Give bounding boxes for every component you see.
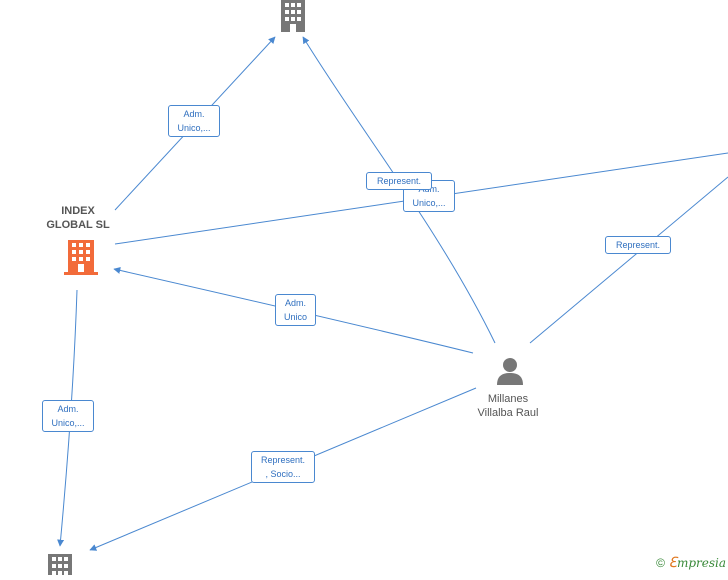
edge-label-line: Represent. <box>260 455 306 465</box>
edge-label-line: Adm. <box>183 109 205 119</box>
building-icon-bottom[interactable] <box>47 554 73 580</box>
edge-label-line: Represent. <box>615 240 661 250</box>
edge-label-line: , Socio... <box>265 469 301 479</box>
edge-label-line: Unico,... <box>412 198 446 208</box>
building-icon-index-global[interactable] <box>64 240 98 280</box>
edge-label-adm-unico-top[interactable]: Adm. Unico,... <box>168 105 220 137</box>
empresia-logo-text: mpresia <box>676 556 726 570</box>
edge-label-line: Adm. <box>57 404 79 414</box>
company-name-line1: INDEX <box>61 205 95 217</box>
building-icon-top[interactable] <box>279 0 307 37</box>
person-icon[interactable] <box>496 357 524 390</box>
edge-label-adm-unico-index[interactable]: Adm. Unico <box>275 294 316 326</box>
edge-label-line: Adm. <box>284 298 306 308</box>
edge-label-line: Unico,... <box>177 123 211 133</box>
company-name-line2: GLOBAL SL <box>46 219 110 231</box>
edge-label-adm-unico-bottom[interactable]: Adm. Unico,... <box>42 400 94 432</box>
edge-label-line: Unico <box>283 312 307 322</box>
edge-label-line: Represent. <box>376 176 422 186</box>
person-name-line2: Villalba Raul <box>477 407 539 419</box>
copyright-symbol: © <box>656 556 665 570</box>
edge-millanes-to-top-company <box>302 36 496 344</box>
edge-label-represent-top[interactable]: Represent. <box>366 172 432 190</box>
empresia-watermark: © ℇmpresia <box>656 555 726 571</box>
edge-label-represent-socio[interactable]: Represent. , Socio... <box>251 451 315 483</box>
company-name-index-global[interactable]: INDEX GLOBAL SL <box>30 204 126 232</box>
person-name-line1: Millanes <box>487 393 529 405</box>
edge-millanes-to-right <box>529 176 728 344</box>
edge-label-represent-right[interactable]: Represent. <box>605 236 671 254</box>
empresia-logo-e: ℇ <box>668 555 677 571</box>
edge-label-line: Unico,... <box>51 418 85 428</box>
person-name-millanes[interactable]: Millanes Villalba Raul <box>458 392 558 420</box>
